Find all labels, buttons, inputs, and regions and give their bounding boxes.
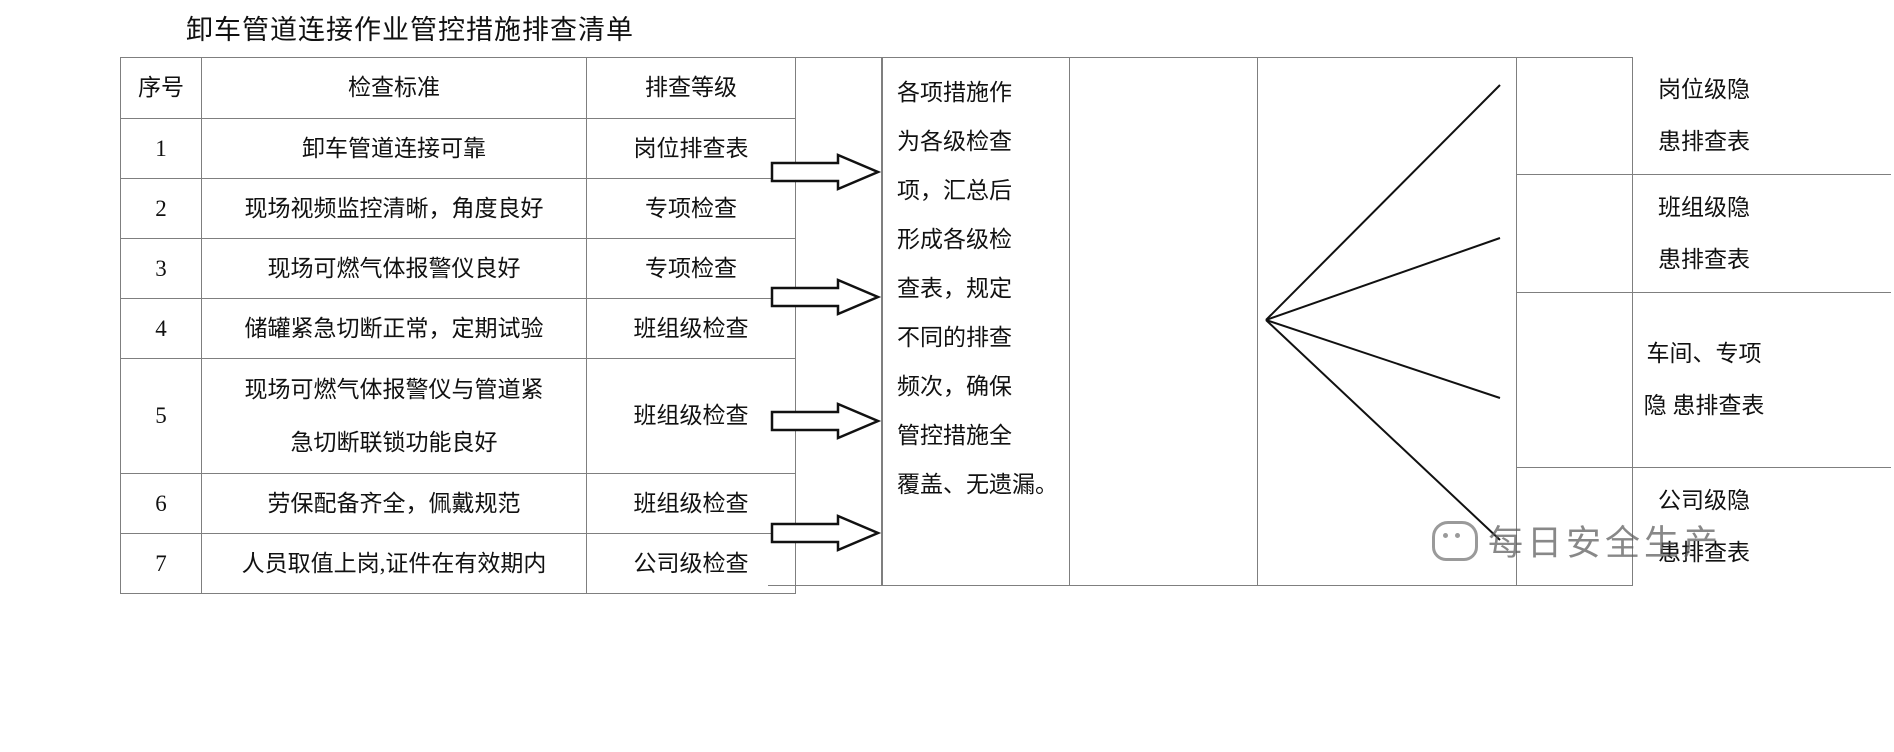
cell-level: 岗位排查表 [586, 118, 796, 179]
wechat-icon [1432, 520, 1478, 561]
cell-no: 5 [120, 358, 202, 474]
cell-level: 专项检查 [586, 238, 796, 299]
summary-line: 形成各级检 [897, 227, 1012, 252]
cell-no: 4 [120, 298, 202, 359]
column-header-standard: 检查标准 [201, 57, 587, 119]
summary-line: 查表，规定 [897, 276, 1012, 301]
page-title: 卸车管道连接作业管控措施排查清单 [186, 15, 634, 45]
cell-standard: 现场可燃气体报警仪良好 [201, 238, 587, 299]
summary-line: 不同的排查 [897, 325, 1012, 350]
cell-level: 专项检查 [586, 178, 796, 239]
cell-standard-line1: 现场可燃气体报警仪与管道紧 [244, 376, 544, 402]
cell-level: 班组级检查 [586, 358, 796, 474]
summary-line: 频次，确保 [897, 374, 1012, 399]
cell-standard: 现场可燃气体报警仪与管道紧 急切断联锁功能良好 [201, 358, 587, 474]
cell-level: 班组级检查 [586, 473, 796, 534]
output-box-line2: 患排查表 [1658, 246, 1750, 272]
output-box-line2: 患排查表 [1658, 539, 1750, 565]
cell-level: 班组级检查 [586, 298, 796, 359]
output-box-line2: 患排查表 [1658, 129, 1750, 154]
cell-no: 6 [120, 473, 202, 534]
output-box-line1: 公司级隐 [1658, 487, 1750, 513]
cell-no: 2 [120, 178, 202, 239]
output-boxes-group: 岗位级隐 患排查表 班组级隐 患排查表 车间、专项 隐 患排查表 公司级隐 患排… [1258, 57, 1891, 586]
output-box-line2: 隐 患排查表 [1643, 393, 1765, 418]
summary-line: 项，汇总后 [897, 178, 1012, 203]
column-header-no: 序号 [120, 57, 202, 119]
summary-line: 为各级检查 [897, 129, 1012, 154]
table-row: 4 储罐紧急切断正常，定期试验 班组级检查 [120, 298, 796, 359]
summary-line: 管控措施全 [897, 423, 1012, 448]
table-row: 6 劳保配备齐全，佩戴规范 班组级检查 [120, 473, 796, 534]
output-box-company-level: 公司级隐 患排查表 [1516, 468, 1891, 585]
cell-standard: 储罐紧急切断正常，定期试验 [201, 298, 587, 359]
output-box-post-level: 岗位级隐 患排查表 [1516, 58, 1891, 175]
cell-no: 3 [120, 238, 202, 299]
arrow-column [768, 57, 882, 586]
summary-line: 覆盖、无遗漏。 [897, 472, 1058, 497]
cell-standard-line2: 急切断联锁功能良好 [290, 429, 498, 455]
table-row: 3 现场可燃气体报警仪良好 专项检查 [120, 238, 796, 299]
table-row: 7 人员取值上岗,证件在有效期内 公司级检查 [120, 533, 796, 594]
watermark-text: 每日安全生产 [1488, 524, 1723, 563]
cell-standard: 人员取值上岗,证件在有效期内 [201, 533, 587, 594]
table-row: 1 卸车管道连接可靠 岗位排查表 [120, 118, 796, 179]
output-box-team-level: 班组级隐 患排查表 [1516, 175, 1891, 293]
cell-standard: 劳保配备齐全，佩戴规范 [201, 473, 587, 534]
summary-line: 各项措施作 [897, 80, 1012, 105]
cell-standard: 现场视频监控清晰，角度良好 [201, 178, 587, 239]
output-box-line1: 班组级隐 [1658, 194, 1750, 220]
cell-standard: 卸车管道连接可靠 [201, 118, 587, 179]
output-box-line1: 车间、专项 [1646, 341, 1762, 366]
summary-box: 各项措施作 为各级检查 项，汇总后 形成各级检 查表，规定 不同的排查 频次，确… [882, 57, 1070, 586]
table-row: 5 现场可燃气体报警仪与管道紧 急切断联锁功能良好 班组级检查 [120, 358, 796, 474]
watermark: 每日安全生产 [1432, 515, 1722, 566]
cell-no: 7 [120, 533, 202, 594]
checklist-table: 序号 检查标准 排查等级 1 卸车管道连接可靠 岗位排查表 2 现场视频监控清晰… [120, 57, 796, 594]
output-box-line1: 岗位级隐 [1658, 77, 1750, 102]
output-box-workshop-special: 车间、专项 隐 患排查表 [1516, 293, 1891, 468]
cell-no: 1 [120, 118, 202, 179]
cell-level: 公司级检查 [586, 533, 796, 594]
table-row: 2 现场视频监控清晰，角度良好 专项检查 [120, 178, 796, 239]
column-header-level: 排查等级 [586, 57, 796, 119]
fanout-column [1070, 57, 1258, 586]
table-header-row: 序号 检查标准 排查等级 [120, 57, 796, 119]
